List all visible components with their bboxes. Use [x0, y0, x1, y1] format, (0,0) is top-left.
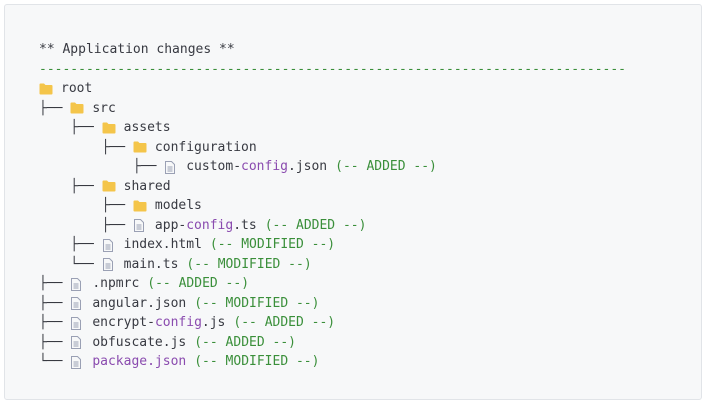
tree-branch-prefix: ├── [39, 178, 102, 194]
file-name: main.ts [123, 256, 179, 272]
tree-row: ├── src [39, 99, 701, 119]
folder-icon [133, 198, 147, 214]
tree-branch-prefix: ├── [39, 295, 71, 311]
tree-branch-prefix: ├── [39, 217, 133, 233]
folder-icon [39, 81, 53, 97]
folder-icon [102, 120, 116, 136]
tree-branch-prefix: └── [39, 256, 102, 272]
folder-name: models [154, 198, 202, 213]
file-icon [70, 315, 84, 331]
tree-row: └── main.ts (-- MODIFIED --) [39, 255, 701, 275]
tree-row: ├── shared [39, 177, 701, 197]
tree-branch-prefix: ├── [39, 120, 102, 135]
file-icon [70, 276, 84, 292]
file-name: app-config.ts [154, 217, 257, 233]
file-icon [133, 217, 147, 233]
file-icon [102, 256, 116, 272]
tree-row: ├── index.html (-- MODIFIED --) [39, 235, 701, 255]
tree-row: ├── custom-config.json (-- ADDED --) [39, 157, 701, 177]
change-status-tag: (-- ADDED --) [147, 276, 250, 291]
tree-row: ├── .npmrc (-- ADDED --) [39, 274, 701, 294]
tree-row: ├── obfuscate.js (-- ADDED --) [39, 333, 701, 353]
change-status-tag: (-- ADDED --) [194, 334, 296, 350]
tree-branch-prefix: ├── [39, 198, 133, 213]
changes-heading: ** Application changes ** [39, 42, 235, 57]
file-name: obfuscate.js [92, 334, 187, 350]
folder-name: assets [123, 120, 171, 135]
change-status-tag: (-- MODIFIED --) [194, 295, 320, 311]
file-icon [70, 334, 84, 350]
tree-branch-prefix: ├── [39, 100, 71, 116]
file-name: package.json [92, 354, 187, 369]
change-status-tag: (-- ADDED --) [233, 315, 336, 330]
change-status-tag: (-- ADDED --) [335, 159, 437, 174]
change-status-tag: (-- MODIFIED --) [209, 237, 336, 252]
folder-name: configuration [154, 139, 257, 155]
tree-branch-prefix: ├── [39, 334, 71, 350]
file-name: encrypt-config.js [92, 315, 226, 330]
tree-row: ├── angular.json (-- MODIFIED --) [39, 294, 701, 314]
change-status-tag: (-- ADDED --) [264, 217, 367, 233]
file-icon [102, 237, 116, 253]
folder-name: root [61, 81, 93, 96]
folder-icon [133, 139, 147, 155]
folder-icon [102, 178, 116, 194]
folder-name: src [92, 100, 116, 116]
tree-row: ├── models [39, 196, 701, 216]
file-icon [164, 159, 178, 175]
file-icon [70, 295, 84, 311]
tree-branch-prefix: └── [39, 354, 71, 369]
tree-row: ├── encrypt-config.js (-- ADDED --) [39, 313, 701, 333]
file-tree: root ├── src ├── assets ├── configuration… [39, 79, 701, 372]
heading-divider: ----------------------------------------… [39, 62, 626, 77]
file-name: .npmrc [92, 276, 140, 291]
tree-row: root [39, 79, 701, 99]
tree-row: └── package.json (-- MODIFIED --) [39, 352, 701, 372]
change-status-tag: (-- MODIFIED --) [186, 256, 312, 272]
change-status-tag: (-- MODIFIED --) [194, 354, 320, 369]
tree-branch-prefix: ├── [39, 237, 102, 252]
code-block: ** Application changes ** --------------… [4, 4, 702, 400]
tree-branch-prefix: ├── [39, 159, 165, 174]
file-name: index.html [123, 237, 202, 252]
tree-branch-prefix: ├── [39, 139, 133, 155]
folder-name: shared [123, 178, 171, 194]
tree-row: ├── app-config.ts (-- ADDED --) [39, 216, 701, 236]
file-name: angular.json [92, 295, 187, 311]
file-name: custom-config.json [186, 159, 328, 174]
tree-branch-prefix: ├── [39, 276, 71, 291]
folder-icon [70, 100, 84, 116]
file-icon [70, 354, 84, 370]
tree-row: ├── assets [39, 118, 701, 138]
tree-branch-prefix: ├── [39, 315, 71, 330]
tree-row: ├── configuration [39, 138, 701, 158]
